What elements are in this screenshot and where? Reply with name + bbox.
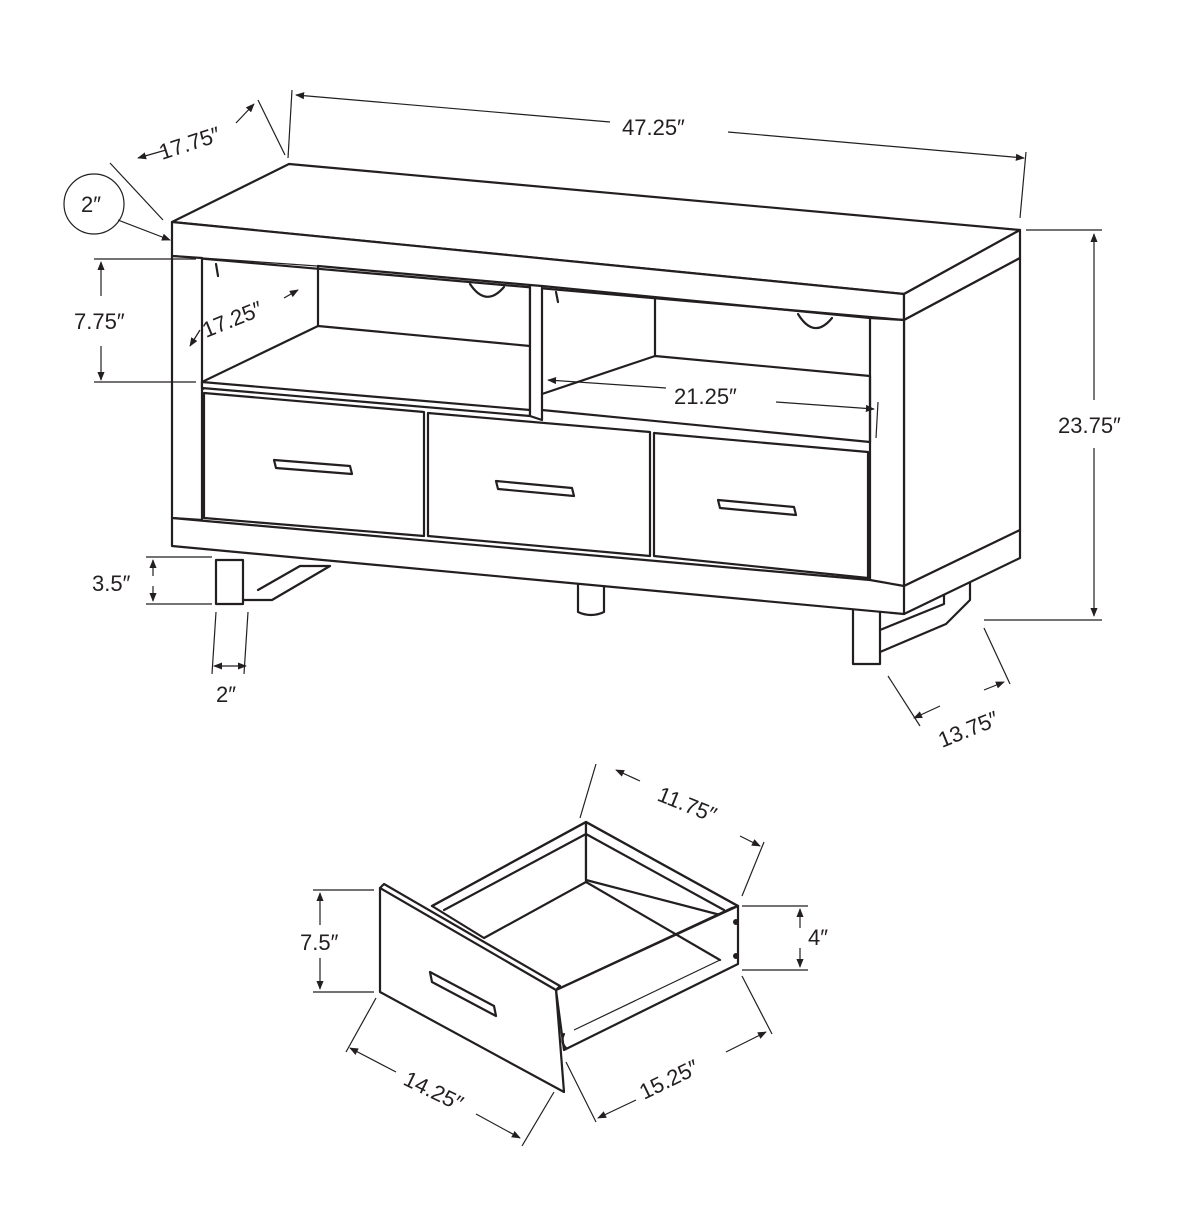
- cable-hole-right: [796, 312, 834, 330]
- center-divider: [528, 283, 544, 422]
- label-top-thickness: 2″: [81, 192, 101, 217]
- left-panel: [170, 254, 204, 522]
- label-shelf-height: 7.75″: [74, 309, 125, 334]
- label-drawer-front-height: 7.5″: [300, 930, 339, 955]
- drawer-front: [378, 886, 566, 1094]
- right-panel: [868, 316, 906, 588]
- stand-body: [170, 162, 1022, 616]
- drawer-drawing: [378, 820, 740, 1094]
- label-drawer-box-height: 4″: [808, 925, 828, 950]
- label-leg-depth: 13.75″: [935, 706, 1003, 753]
- handle-right: [716, 498, 798, 517]
- handle-left: [272, 458, 354, 476]
- handle-middle: [494, 479, 576, 498]
- drawer-back: [430, 820, 588, 940]
- back-center-leg: [576, 578, 606, 617]
- label-overall-height: 23.75″: [1058, 413, 1121, 438]
- base-board: [170, 516, 1022, 616]
- label-drawer-box-depth: 15.25″: [635, 1054, 703, 1104]
- label-shelf-depth: 17.25″: [199, 296, 267, 343]
- label-shelf-width: 21.25″: [674, 384, 737, 409]
- cable-hole-left: [468, 282, 506, 298]
- label-overall-depth: 17.75″: [156, 121, 224, 164]
- label-leg-height: 3.5″: [92, 571, 131, 596]
- label-overall-width: 47.25″: [622, 115, 685, 140]
- label-drawer-front-width: 14.25″: [400, 1066, 468, 1116]
- callout-circle: [63, 173, 125, 235]
- left-front-leg: [214, 558, 332, 606]
- drawer-handle: [428, 970, 498, 1018]
- label-leg-width: 2″: [216, 682, 236, 707]
- tv-stand-drawing: [170, 162, 1022, 666]
- label-drawer-box-width: 11.75″: [654, 781, 720, 827]
